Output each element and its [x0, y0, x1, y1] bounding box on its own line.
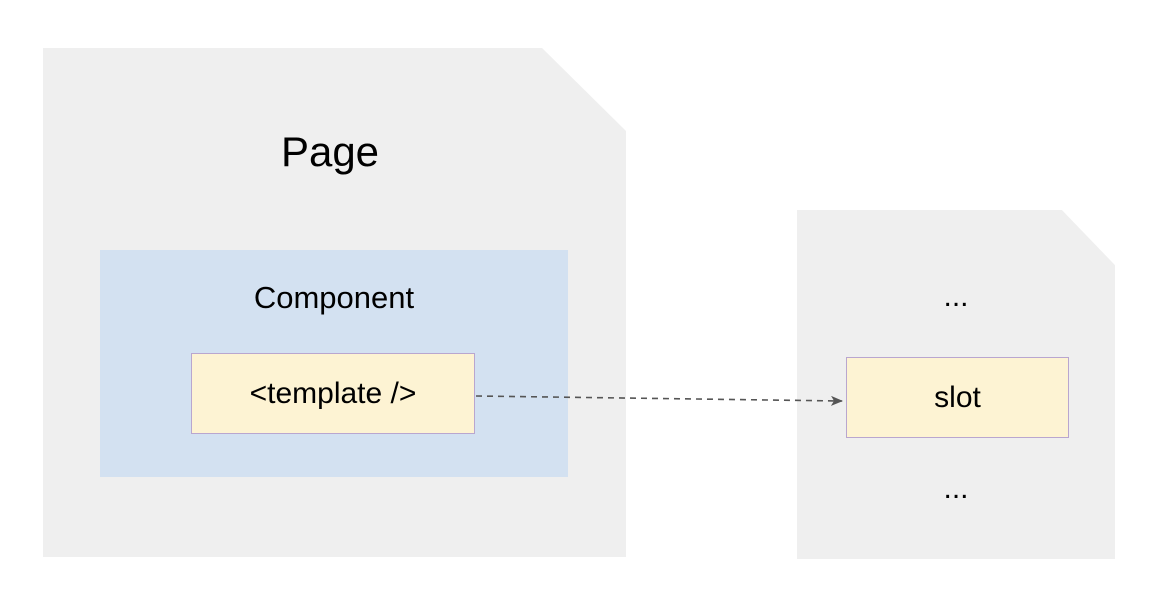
- slot-label: slot: [934, 380, 981, 414]
- ellipsis-top: ...: [943, 280, 969, 313]
- page-title: Page: [280, 128, 380, 175]
- template-box: <template />: [191, 353, 475, 434]
- component-box: Component <template />: [100, 250, 568, 477]
- target-document-shape: ... slot ...: [797, 210, 1115, 559]
- template-label: <template />: [249, 376, 417, 410]
- slot-box: slot: [846, 357, 1069, 438]
- component-title: Component: [253, 280, 415, 315]
- ellipsis-bottom: ...: [943, 472, 969, 505]
